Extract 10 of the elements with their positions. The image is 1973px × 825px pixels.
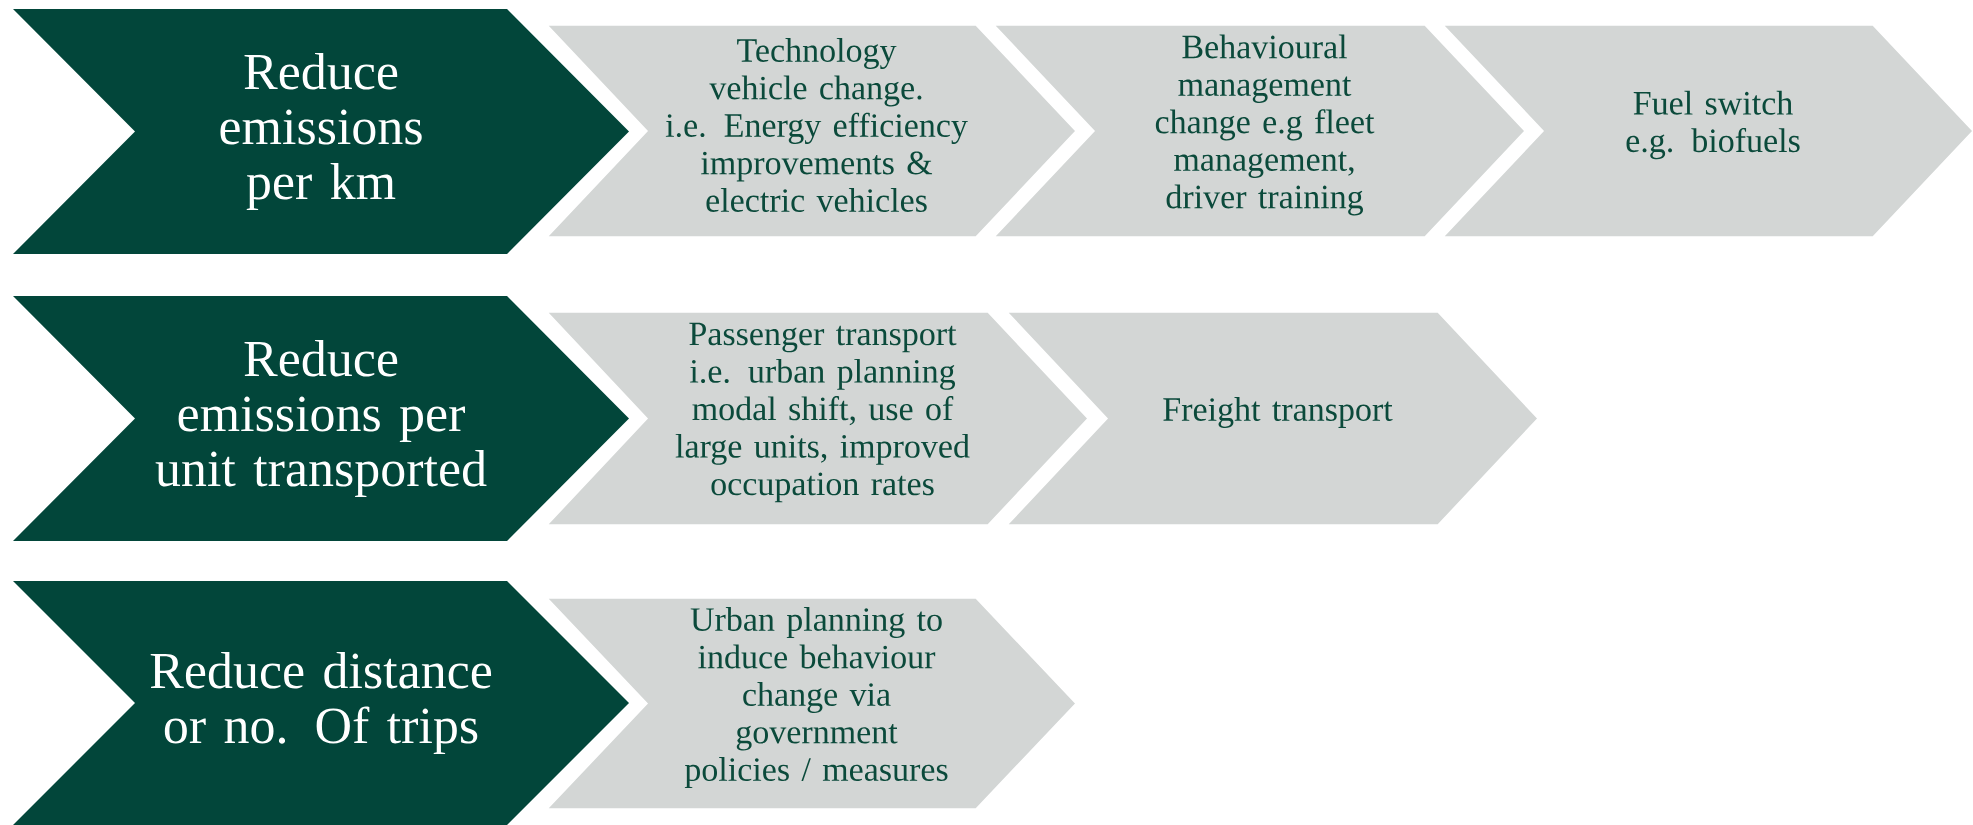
category-banner: Reduce emissions per km xyxy=(13,9,629,254)
category-banner: Reduce distance or no. Of trips xyxy=(13,581,629,825)
measure-banner: Passenger transport i.e. urban planning modal shift, use of large units, improved occupation rates xyxy=(545,311,1090,526)
measure-banner: Urban planning to induce behaviour change via government policies / measures xyxy=(545,597,1078,810)
measure-banner: Fuel switch e.g. biofuels xyxy=(1441,24,1973,238)
measure-banner: Technology vehicle change. i.e. Energy efficiency improvements & electric vehicles xyxy=(545,24,1078,238)
measure-banner: Behavioural management change e.g fleet management, driver training xyxy=(992,24,1527,238)
category-banner: Reduce emissions per unit transported xyxy=(13,296,629,541)
node-label: Fuel switch e.g. biofuels xyxy=(1626,90,1800,160)
measure-banner: Freight transport xyxy=(1005,311,1540,526)
